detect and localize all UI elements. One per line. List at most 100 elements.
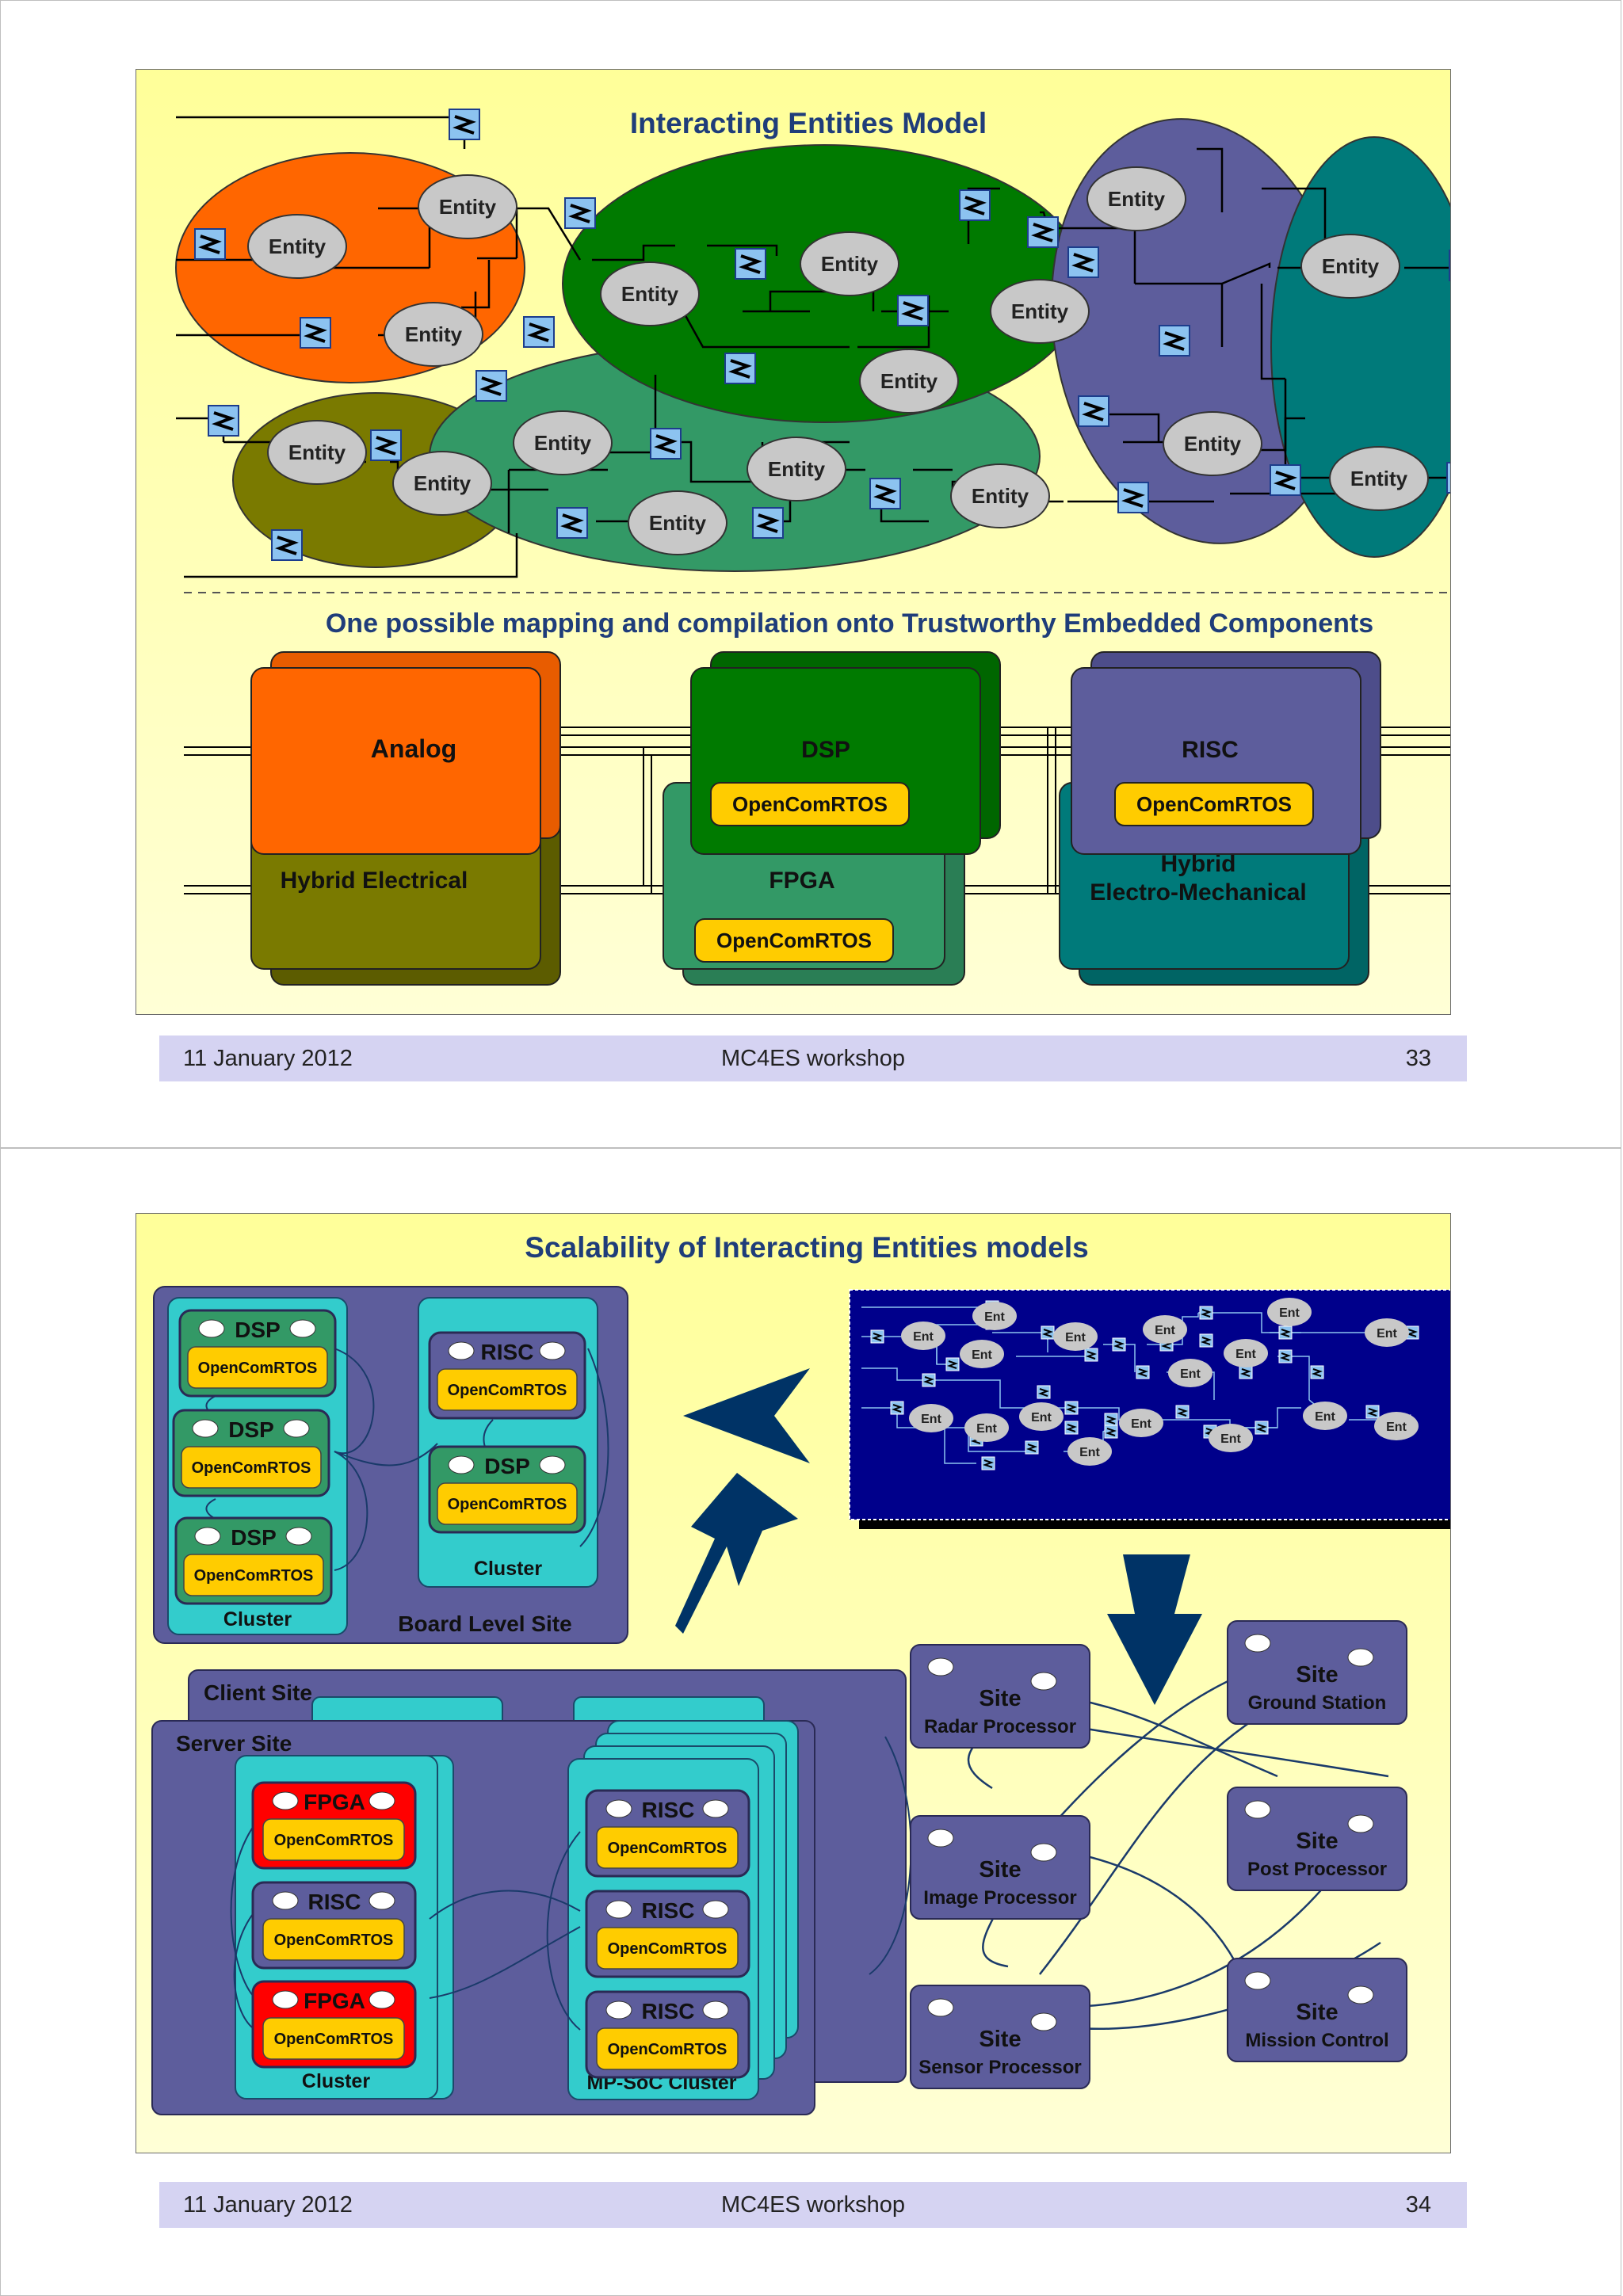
footer-title: MC4ES workshop (720, 1046, 906, 1071)
slide-34: Scalability of Interacting Entities mode… (136, 1213, 1451, 2153)
risc-node: RISC OpenComRTOS (585, 1890, 750, 1978)
svg-text:Entity: Entity (269, 235, 327, 258)
svg-text:Ent: Ent (1220, 1432, 1241, 1446)
svg-text:Ent: Ent (1377, 1327, 1397, 1341)
ent-node: Ent (1053, 1322, 1098, 1351)
svg-text:Post Processor: Post Processor (1247, 1859, 1387, 1880)
svg-text:OpenComRTOS: OpenComRTOS (198, 1360, 318, 1377)
entity-node: Entity (418, 174, 517, 239)
svg-text:OpenComRTOS: OpenComRTOS (448, 1382, 567, 1399)
risc-node: RISC OpenComRTOS (428, 1331, 586, 1420)
svg-text:Board Level Site: Board Level Site (398, 1611, 571, 1636)
svg-text:Site: Site (979, 2027, 1021, 2052)
ent-node: Ent (1374, 1412, 1419, 1440)
svg-text:OpenComRTOS: OpenComRTOS (448, 1496, 567, 1513)
svg-text:Ent: Ent (921, 1413, 941, 1426)
svg-text:Ground Station: Ground Station (1248, 1692, 1387, 1714)
svg-text:FPGA: FPGA (304, 1989, 365, 2013)
dsp-node: DSP OpenComRTOS (174, 1516, 333, 1605)
svg-text:DSP: DSP (231, 1525, 277, 1550)
ent-node: Ent (964, 1413, 1009, 1442)
slide-footer-33: MC4ES workshop 11 January 2012 33 (159, 1035, 1467, 1081)
svg-text:OpenComRTOS: OpenComRTOS (274, 1832, 394, 1849)
ent-node: Ent (1067, 1437, 1112, 1466)
scalability-diagram: Scalability of Interacting Entities mode… (136, 1214, 1450, 2153)
svg-text:Entity: Entity (1184, 432, 1242, 456)
svg-text:Image Processor: Image Processor (923, 1887, 1076, 1909)
svg-text:RISC: RISC (481, 1340, 534, 1364)
ent-node: Ent (901, 1322, 945, 1350)
entity-node: Entity (950, 463, 1050, 528)
svg-text:RISC: RISC (642, 1898, 695, 1923)
svg-text:OpenComRTOS: OpenComRTOS (608, 2041, 727, 2058)
ent-node: Ent (909, 1404, 953, 1432)
page-2: Scalability of Interacting Entities mode… (0, 1148, 1621, 2296)
svg-text:OpenComRTOS: OpenComRTOS (608, 1840, 727, 1857)
entity-node: Entity (392, 451, 492, 516)
svg-text:Ent: Ent (1315, 1410, 1335, 1424)
ent-node: Ent (1224, 1339, 1268, 1367)
entity-node: Entity (800, 231, 899, 296)
svg-text:Ent: Ent (1279, 1306, 1300, 1320)
site-ground-station: Site Ground Station (1227, 1620, 1407, 1725)
analog-block: Analog (250, 651, 561, 855)
entity-node: Entity (859, 349, 959, 414)
svg-text:Cluster: Cluster (474, 1558, 542, 1580)
mapping-title: One possible mapping and compilation ont… (326, 608, 1373, 639)
ent-node: Ent (1168, 1359, 1212, 1387)
svg-text:Entity: Entity (439, 195, 497, 219)
ent-node: Ent (1019, 1402, 1064, 1431)
entity-node: Entity (1329, 446, 1429, 511)
entity-node: Entity (747, 437, 846, 502)
entity-node: Entity (247, 214, 347, 279)
entity-node: Entity (1300, 234, 1400, 299)
svg-text:OpenComRTOS: OpenComRTOS (274, 2031, 394, 2048)
slide-title: Scalability of Interacting Entities mode… (525, 1231, 1088, 1264)
svg-text:Ent: Ent (972, 1348, 992, 1362)
svg-text:FPGA: FPGA (304, 1790, 365, 1814)
svg-text:Entity: Entity (288, 441, 346, 464)
site-radar-processor: Site Radar Processor (910, 1644, 1090, 1749)
svg-text:Entity: Entity (1011, 299, 1069, 323)
svg-text:RISC: RISC (642, 1999, 695, 2023)
svg-text:Ent: Ent (1031, 1411, 1052, 1425)
entity-node: Entity (1163, 411, 1262, 476)
entity-node: Entity (267, 420, 367, 485)
svg-text:Entity: Entity (649, 511, 707, 535)
svg-text:Ent: Ent (1131, 1417, 1151, 1431)
svg-text:OpenComRTOS: OpenComRTOS (274, 1932, 394, 1949)
ent-node: Ent (1365, 1318, 1409, 1347)
svg-text:Analog: Analog (371, 734, 456, 763)
svg-text:Entity: Entity (414, 471, 472, 495)
svg-text:Server Site: Server Site (176, 1731, 292, 1756)
site-mission-control: Site Mission Control (1227, 1958, 1407, 2062)
svg-text:Ent: Ent (1079, 1446, 1100, 1459)
svg-text:Entity: Entity (405, 322, 463, 346)
svg-text:Entity: Entity (972, 484, 1029, 508)
svg-text:Entity: Entity (880, 369, 938, 393)
svg-text:Electro-Mechanical: Electro-Mechanical (1090, 879, 1306, 906)
entity-node: Entity (1086, 166, 1186, 231)
svg-text:Entity: Entity (1350, 467, 1408, 490)
svg-text:DSP: DSP (801, 737, 850, 763)
page-1: Interacting Entities Model (0, 0, 1621, 1148)
dsp-node: DSP OpenComRTOS (178, 1309, 337, 1398)
slide-title: Interacting Entities Model (630, 107, 987, 139)
svg-text:Radar Processor: Radar Processor (924, 1716, 1076, 1737)
svg-text:RISC: RISC (642, 1798, 695, 1822)
entity-node: Entity (384, 302, 483, 367)
slide-33: Interacting Entities Model (136, 69, 1451, 1015)
footer-date: 11 January 2012 (183, 2192, 353, 2218)
svg-text:OpenComRTOS: OpenComRTOS (716, 929, 872, 952)
svg-text:Cluster: Cluster (302, 2070, 370, 2092)
svg-text:OpenComRTOS: OpenComRTOS (192, 1459, 311, 1477)
svg-text:Entity: Entity (1108, 187, 1166, 211)
svg-text:Ent: Ent (1235, 1348, 1256, 1361)
svg-text:Entity: Entity (768, 457, 826, 481)
svg-text:Client Site: Client Site (204, 1680, 312, 1705)
flow-arrows (675, 1368, 1202, 1705)
footer-date: 11 January 2012 (183, 1046, 353, 1071)
svg-text:Hybrid: Hybrid (1160, 851, 1235, 877)
svg-text:DSP: DSP (484, 1454, 530, 1478)
ent-node: Ent (972, 1302, 1017, 1330)
